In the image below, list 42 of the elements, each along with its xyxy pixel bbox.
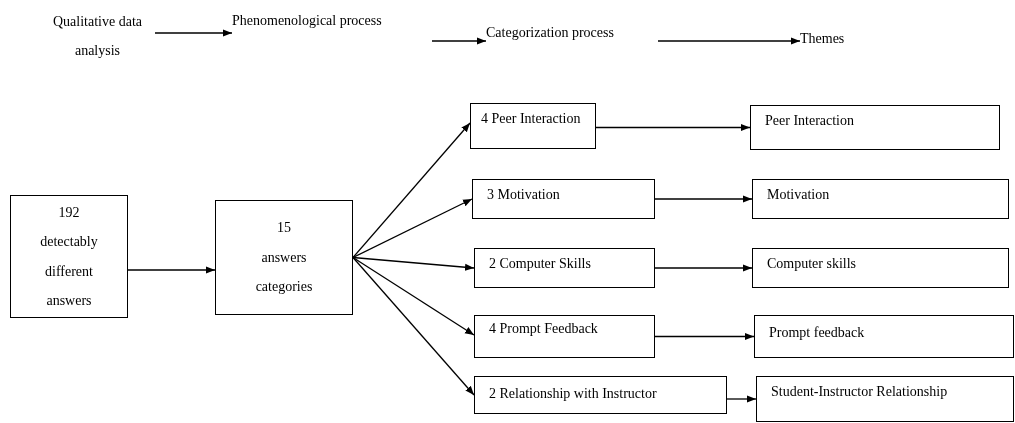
box-label: 4 Peer Interaction [481,110,581,128]
box-label: Motivation [767,186,830,204]
process-box [470,103,596,149]
box-label: 4 Prompt Feedback [489,320,598,338]
arrow [431,37,487,45]
process-box [474,315,655,358]
arrow [352,256,475,271]
box-label: 15 answers categories [254,219,314,297]
arrow [352,122,471,259]
process-box [10,195,128,318]
arrow [654,264,753,272]
process-box [474,376,727,414]
box-label: Computer skills [767,255,857,273]
box-label: 2 Relationship with Instructor [489,385,657,403]
process-box [750,105,1000,150]
process-box [752,179,1009,219]
process-box [474,248,655,288]
stage-label: Themes [800,30,855,50]
process-box [754,315,1014,358]
stage-label: Qualitative data analysis [40,6,155,66]
arrow [654,332,755,341]
process-box [752,248,1009,288]
box-label: Peer Interaction [765,112,854,130]
arrow [595,123,751,132]
process-box [215,200,353,315]
box-label: 3 Motivation [487,186,560,204]
arrow [352,198,473,259]
process-box [472,179,655,219]
process-box [756,376,1014,422]
box-label: 2 Computer Skills [489,255,591,273]
box-label: Student-Instructor Relationship [771,383,948,401]
arrow [726,395,757,403]
box-label: Prompt feedback [769,324,865,342]
arrow [154,29,233,37]
arrow [352,256,475,396]
arrow [657,37,801,45]
arrow [654,195,753,203]
stage-label: Categorization process [486,24,658,44]
box-label: 192 detectably different answers [39,203,99,310]
arrow [127,266,216,274]
stage-label: Phenomenological process [232,12,432,32]
arrow [352,256,475,336]
